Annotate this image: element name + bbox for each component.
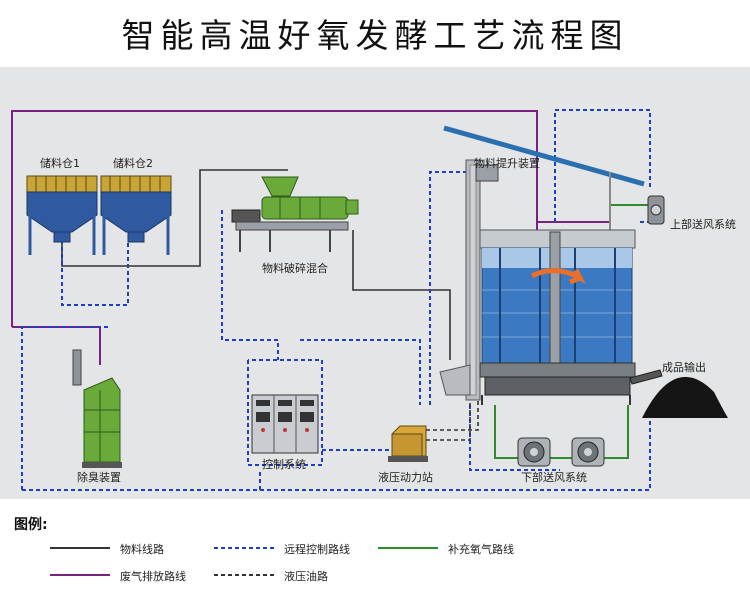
- product-pile: [642, 376, 728, 418]
- remote-line-bottom-loop: [21, 326, 110, 490]
- oxygen-line-lower-right: [600, 405, 629, 459]
- remote-line-control-top: [247, 359, 323, 466]
- label-crusher: 物料破碎混合: [262, 262, 328, 275]
- label-upper-fan: 上部送风系统: [670, 218, 736, 231]
- lower-fan-right[interactable]: [571, 437, 605, 467]
- remote-line-top-right: [554, 109, 651, 222]
- label-bin-2: 储料仓2: [113, 157, 153, 170]
- crusher-mixer[interactable]: [231, 176, 359, 252]
- label-bin-1: 储料仓1: [40, 157, 80, 170]
- process-diagram: [11, 109, 728, 491]
- material-line-crusher-to-lift: [352, 230, 451, 360]
- fermentation-tank[interactable]: [443, 125, 663, 405]
- lower-fan-left[interactable]: [517, 437, 551, 467]
- legend-swatches: [50, 547, 438, 576]
- exhaust-line-deodor: [12, 326, 101, 365]
- label-hydraulic: 液压动力站: [378, 471, 433, 484]
- legend-label-material: 物料线路: [120, 543, 164, 556]
- material-lift[interactable]: [439, 159, 499, 401]
- remote-line-lift: [429, 171, 470, 405]
- page-title: 智能高温好氧发酵工艺流程图: [121, 16, 629, 55]
- upper-fan-system[interactable]: [647, 195, 665, 225]
- deodorization-unit[interactable]: [72, 349, 122, 468]
- remote-line-bottom: [22, 420, 651, 491]
- label-product: 成品输出: [662, 361, 706, 374]
- label-deodor: 除臭装置: [77, 471, 121, 484]
- hydraulic-station[interactable]: [388, 425, 428, 462]
- legend-label-remote: 远程控制路线: [284, 543, 350, 556]
- remote-line-crusher: [221, 210, 279, 360]
- legend-label-exhaust: 废气排放路线: [120, 570, 186, 583]
- remote-line-bins: [61, 240, 129, 306]
- exhaust-line-main: [11, 110, 538, 327]
- legend-title: 图例:: [14, 517, 48, 533]
- remote-line-control-right: [300, 339, 421, 405]
- remote-control-lines: [21, 109, 655, 491]
- storage-bin-2[interactable]: [100, 175, 172, 255]
- hydraulic-line-1: [426, 395, 471, 441]
- hydraulic-oil-lines: [426, 395, 479, 441]
- oxygen-line-upper: [609, 204, 652, 215]
- oxygen-line-lower-left: [494, 405, 520, 459]
- storage-bin-1[interactable]: [26, 175, 98, 255]
- diagram-panel: 储料仓1 储料仓2 物料破碎混合 物料提升装置 上部送风系统 成品输出 除臭装置…: [0, 67, 750, 499]
- label-lower-fan: 下部送风系统: [521, 471, 587, 484]
- label-lift: 物料提升装置: [474, 157, 540, 170]
- hydraulic-line-2: [426, 395, 479, 431]
- legend-label-hydraulic: 液压油路: [284, 570, 328, 583]
- control-cabinet[interactable]: [251, 394, 319, 454]
- legend-label-oxygen: 补充氧气路线: [448, 543, 514, 556]
- label-control: 控制系统: [262, 458, 306, 471]
